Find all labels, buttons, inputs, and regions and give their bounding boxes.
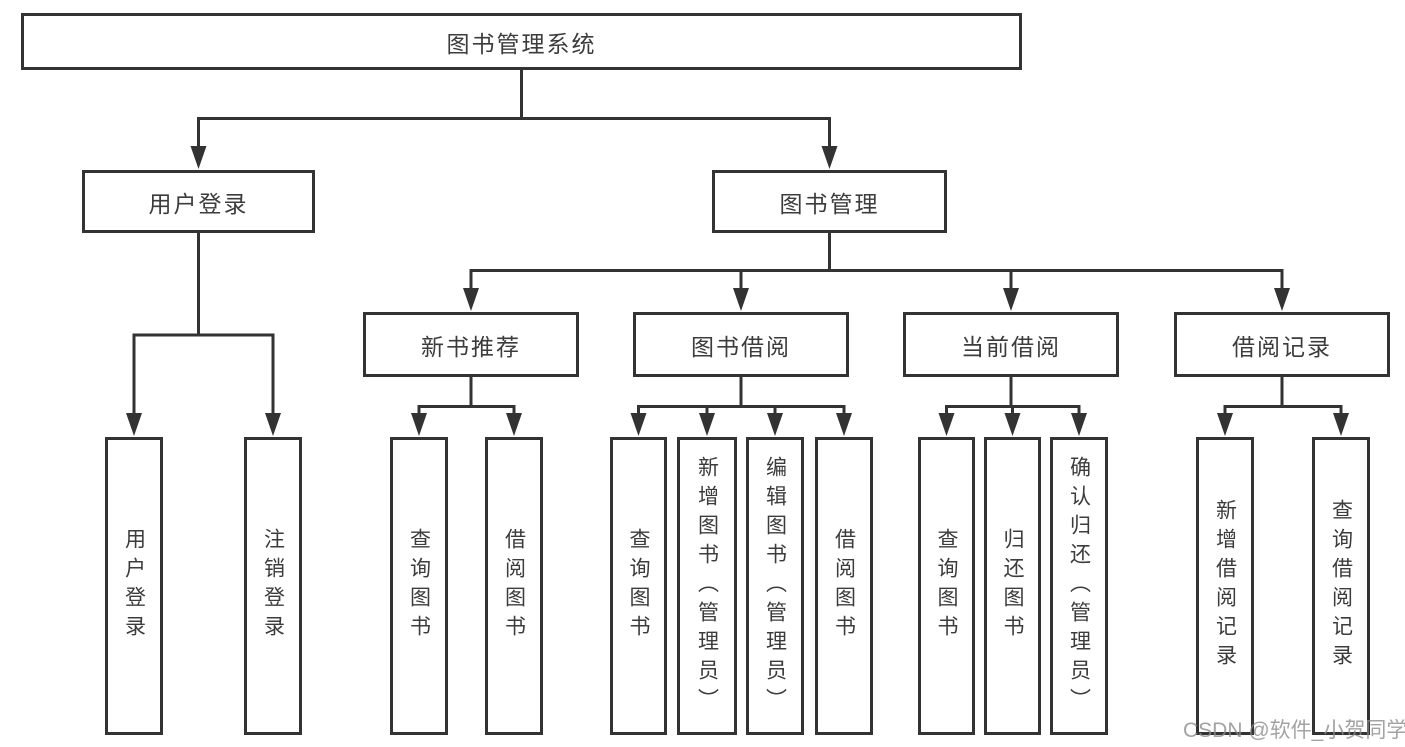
connector-records xyxy=(1223,377,1343,414)
csdn-watermark: CSDN @软件_小贺同学 xyxy=(1183,719,1405,742)
node-label: 当前借阅 xyxy=(961,333,1061,360)
leaf-query-books-current: 查询图书 xyxy=(918,437,975,735)
node-label: 图书管理 xyxy=(779,190,880,217)
node-system-root: 图书管理系统 xyxy=(21,13,1022,70)
node-label: 查询图书 xyxy=(935,528,958,644)
leaf-user-login: 用户登录 xyxy=(105,437,163,735)
node-label: 图书管理系统 xyxy=(446,30,597,57)
leaf-confirm-return-admin: 确认归还（管理员） xyxy=(1050,437,1108,735)
connector-root xyxy=(197,70,831,148)
connector-current xyxy=(945,377,1081,414)
leaf-logout: 注销登录 xyxy=(244,437,302,735)
leaf-query-borrow-record: 查询借阅记录 xyxy=(1312,437,1370,735)
node-new-book-recommend: 新书推荐 xyxy=(363,312,579,377)
node-label: 新增图书（管理员） xyxy=(695,455,719,717)
leaf-add-books-admin: 新增图书（管理员） xyxy=(677,437,737,735)
node-borrowing-records: 借阅记录 xyxy=(1174,312,1390,377)
node-label: 新书推荐 xyxy=(421,333,521,360)
leaf-add-borrow-record: 新增借阅记录 xyxy=(1196,437,1254,735)
node-label: 借阅记录 xyxy=(1232,333,1332,360)
leaf-edit-books-admin: 编辑图书（管理员） xyxy=(746,437,804,735)
node-label: 归还图书 xyxy=(1001,528,1024,644)
node-label: 注销登录 xyxy=(261,528,285,644)
connector-user-login xyxy=(132,233,275,414)
node-user-login: 用户登录 xyxy=(82,170,315,233)
node-current-borrowing: 当前借阅 xyxy=(903,312,1119,377)
node-label: 借阅图书 xyxy=(832,528,856,644)
node-label: 图书借阅 xyxy=(691,333,791,360)
node-label: 查询图书 xyxy=(407,528,431,644)
arrowheads xyxy=(126,146,1349,436)
connector-borrowing xyxy=(637,377,846,414)
node-label: 用户登录 xyxy=(122,528,146,644)
node-label: 新增借阅记录 xyxy=(1213,499,1237,673)
leaf-return-books: 归还图书 xyxy=(984,437,1041,735)
connector-new-books xyxy=(417,377,516,414)
node-label: 查询图书 xyxy=(627,528,650,644)
node-label: 查询借阅记录 xyxy=(1329,499,1353,673)
leaf-query-books-recommend: 查询图书 xyxy=(390,437,448,735)
node-label: 确认归还（管理员） xyxy=(1067,455,1091,717)
node-label: 编辑图书（管理员） xyxy=(763,455,787,717)
node-book-management: 图书管理 xyxy=(712,170,947,233)
leaf-borrow-books: 借阅图书 xyxy=(815,437,873,735)
leaf-borrow-books-recommend: 借阅图书 xyxy=(485,437,543,735)
connector-book-mgmt xyxy=(469,233,1284,290)
node-book-borrowing: 图书借阅 xyxy=(633,312,849,377)
node-label: 借阅图书 xyxy=(502,528,526,644)
leaf-query-books-borrowing: 查询图书 xyxy=(610,437,667,735)
node-label: 用户登录 xyxy=(148,190,249,217)
